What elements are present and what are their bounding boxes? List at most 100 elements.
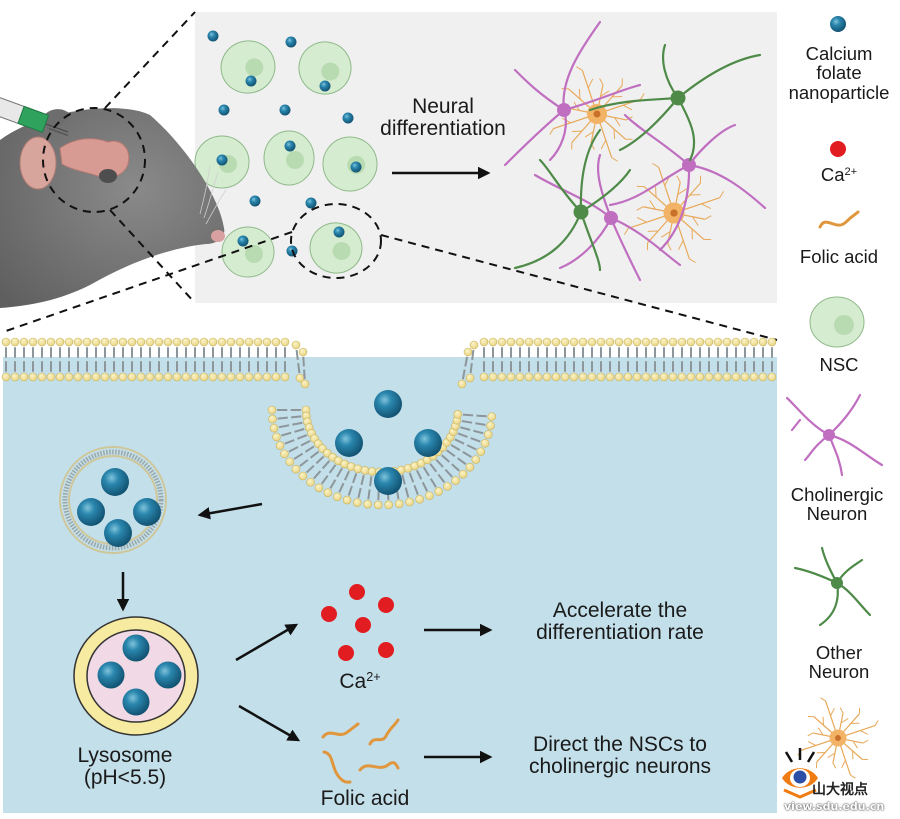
lipid-tail [437,473,446,483]
lipid-head [1,372,11,382]
lipid-head [64,372,74,382]
lipid-head [740,337,750,347]
lipid-head [758,337,768,347]
legend-other-neuron-icon [793,546,872,627]
lipid-head [569,372,579,382]
folic-acid-molecule [322,750,352,784]
lysosome-nanoparticles [97,634,182,716]
lipid-head [271,337,281,347]
zoom-line-left [2,231,293,333]
astrocyte-branch [839,707,844,714]
lipid-head [342,495,352,505]
lipid-head [641,372,651,382]
lipid-head [109,337,119,347]
dendrite [676,53,762,100]
lipid-head [323,488,333,497]
lipid-tail [288,446,299,453]
lipid-tail [299,459,309,467]
lysosome-label-line1: Lysosome [77,744,173,767]
lipid-head [542,372,552,382]
lipid-head [64,337,74,347]
lipid-head [695,337,705,347]
nanoparticle [249,195,261,207]
nanoparticle [154,661,182,689]
nanoparticle [245,75,257,87]
legend-label-line: Other [815,642,863,663]
lipid-head [560,337,570,347]
lipid-head [578,337,588,347]
lipid-head [476,447,486,456]
lipid-tail [408,472,415,483]
lipid-head [136,372,146,382]
lipid-head [19,372,29,382]
lipid-head [479,372,489,382]
lipid-head [453,410,463,419]
lipid-tail [295,349,299,360]
lipid-head [731,337,741,347]
nanoparticle [101,468,129,496]
lipid-tail [457,457,467,466]
nanoparticle [374,467,402,495]
lipid-head [731,372,741,382]
lipid-head [524,337,534,347]
lipid-head [605,372,615,382]
lipid-head [749,372,759,382]
nanoparticle [284,140,296,152]
lipid-head [373,500,383,510]
lipid-tail [278,424,290,429]
lipid-tail [461,369,466,380]
astrocyte-branch [807,732,814,737]
astrocyte-branch [832,762,837,769]
lipid-head [551,372,561,382]
lysosome-label: Lysosome (pH<5.5) [50,744,200,789]
mouse-ear-back [42,109,70,128]
dendrite [827,433,884,467]
nsc-nucleus [286,151,304,169]
outcome-1-line2: differentiation rate [536,621,704,645]
lipid-tail [421,481,429,492]
lipid-head [352,498,362,507]
lipid-head [524,372,534,382]
lipid-tail [328,464,337,474]
lipid-head [463,347,473,357]
astrocyte-branch [636,206,644,211]
lipid-head [172,337,182,347]
lipid-head [587,337,597,347]
lipid-head [181,337,191,347]
lipid-head [686,337,696,347]
cell-body [682,158,696,172]
legend-calcium-text: Ca [820,164,845,185]
lipid-head [235,372,245,382]
lipid-tail [360,475,365,486]
lipid-head [10,372,20,382]
nanoparticle [133,498,161,526]
lipid-tail [471,349,475,360]
legend-nanoparticle-icon [830,16,846,32]
dendrite [618,96,680,152]
lipid-head [533,337,543,347]
astrocyte-branch [704,215,712,220]
astrocyte-branch [652,162,659,168]
lipid-head [560,372,570,382]
lipid-head [91,372,101,382]
lipid-tail [284,439,295,445]
nsc-cell [221,226,275,278]
astrocyte-branch [701,203,712,210]
lipid-tail [462,413,474,417]
mouse-ear [19,136,57,190]
lipid-head [268,414,277,424]
lipid-head [668,372,678,382]
lipid-tail [315,455,325,465]
lipid-tail [336,467,343,478]
lipid-tail [475,422,486,426]
dendrite [835,581,872,617]
astrocyte-branch [587,78,594,89]
lipid-head [275,441,285,450]
lipid-tail [294,428,305,433]
nanoparticle [237,235,249,247]
lipid-head [190,337,200,347]
lipid-head [686,372,696,382]
lipid-tail [304,445,315,453]
lipid-head [145,337,155,347]
